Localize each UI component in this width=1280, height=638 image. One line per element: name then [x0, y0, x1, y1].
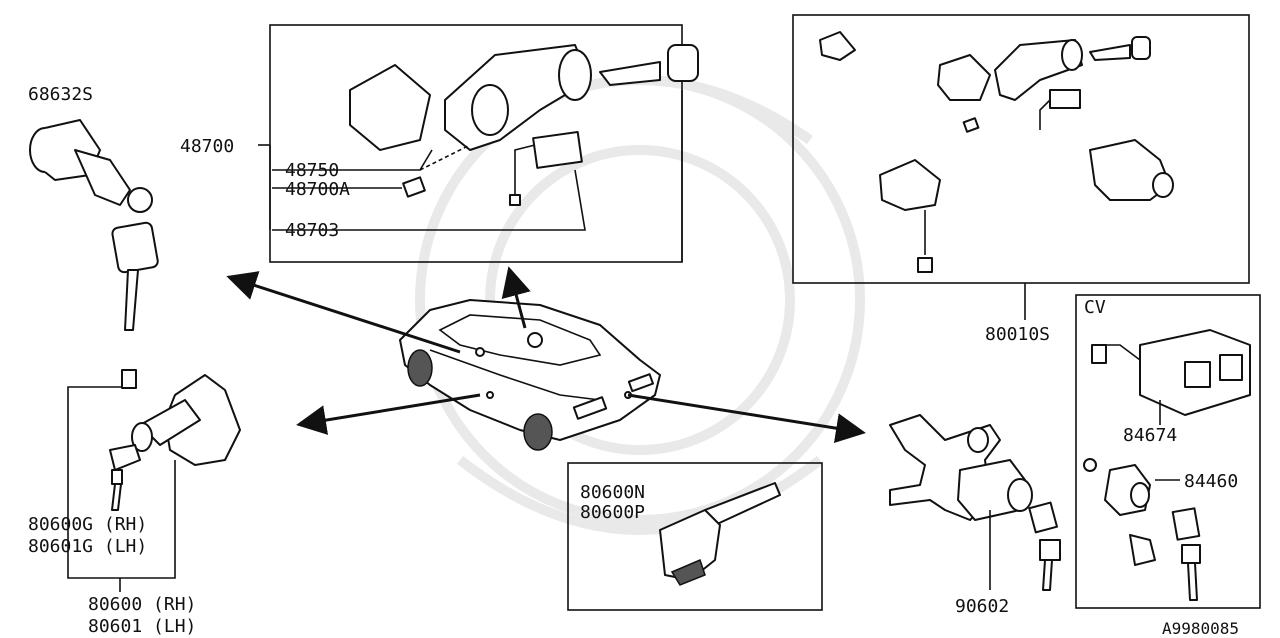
part-68632s-key-cylinder[interactable]	[29, 119, 159, 331]
label-80600p: 80600P	[580, 502, 645, 523]
ignition-lock-assembly[interactable]	[349, 44, 699, 206]
door-lock-cylinder[interactable]	[109, 369, 241, 511]
part-84460-glove-box-lock[interactable]	[1083, 458, 1201, 601]
label-80010s: 80010S	[985, 324, 1050, 345]
label-80601: 80601 (LH)	[88, 616, 196, 637]
key-set-box	[792, 14, 1250, 284]
label-80601g: 80601G (LH)	[28, 536, 147, 557]
trunk-lock-90602[interactable]	[889, 414, 1061, 591]
label-48700: 48700	[180, 136, 234, 157]
cv-box	[1075, 294, 1261, 609]
label-cv: CV	[1084, 297, 1106, 318]
label-48750: 48750	[285, 160, 339, 181]
label-80600n: 80600N	[580, 482, 645, 503]
part-84674-switch[interactable]	[1091, 329, 1251, 416]
label-84460: 84460	[1184, 471, 1238, 492]
label-84674: 84674	[1123, 425, 1177, 446]
ignition-leader-lines	[258, 90, 683, 262]
blank-key-80600n[interactable]	[659, 482, 781, 586]
label-80600g: 80600G (RH)	[28, 514, 147, 535]
car-illustration	[399, 299, 661, 451]
label-48703: 48703	[285, 220, 339, 241]
label-80600: 80600 (RH)	[88, 594, 196, 615]
key-set-80010s[interactable]	[819, 31, 1174, 273]
label-68632s: 68632S	[28, 84, 93, 105]
door-lock-leader-lines	[67, 386, 176, 592]
label-90602: 90602	[955, 596, 1009, 617]
pointer-arrows	[226, 266, 866, 444]
diagram-code: A9980085	[1162, 619, 1239, 638]
blank-key-box	[567, 462, 823, 611]
label-48700a: 48700A	[285, 179, 350, 200]
